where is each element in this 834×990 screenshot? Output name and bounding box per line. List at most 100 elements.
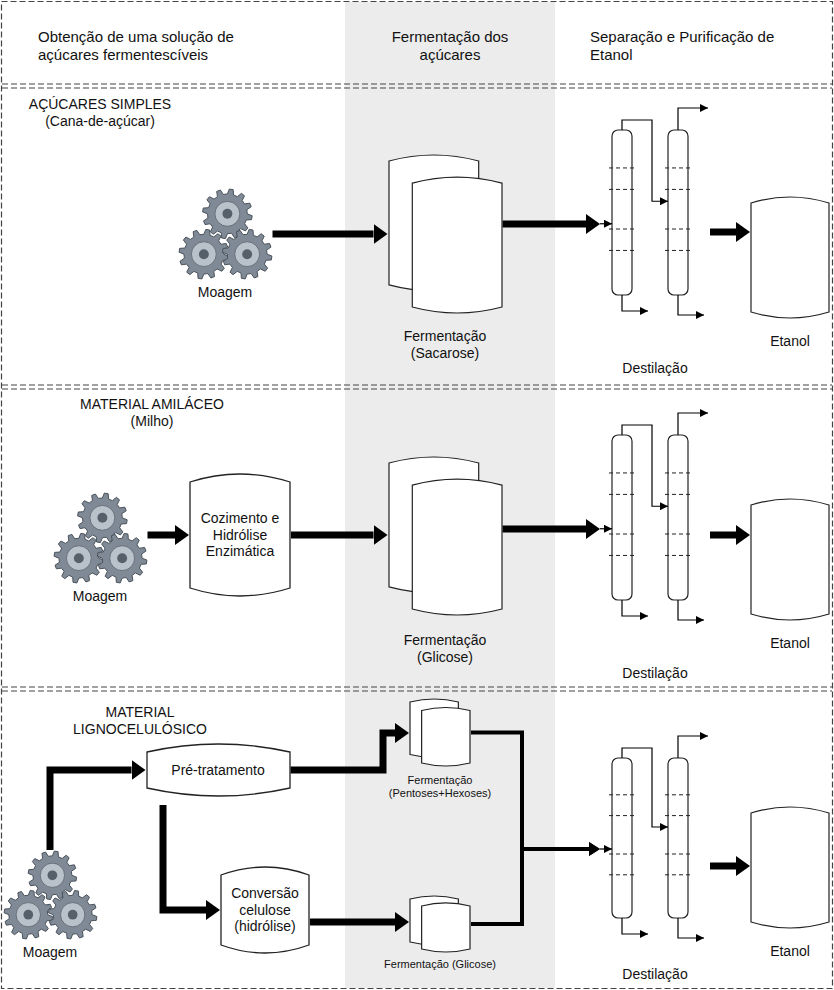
fermentation-tanks <box>409 695 471 770</box>
unit-label: Destilação <box>600 966 710 983</box>
column-tray <box>609 472 635 473</box>
column-header-box: Fermentação dos açúcares <box>375 28 525 64</box>
process-stream <box>678 600 704 620</box>
process-stream <box>678 295 704 315</box>
process-unit: Destilação <box>600 728 710 983</box>
gear-wheel <box>179 229 229 279</box>
column-tray <box>665 189 691 190</box>
process-vessel: Pré-tratamento <box>146 735 291 805</box>
mill-gears <box>178 188 273 280</box>
flow-arrow <box>503 221 587 228</box>
process-stream <box>622 918 648 934</box>
unit-label: Destilação <box>600 665 710 682</box>
separator-line <box>2 83 832 84</box>
gear-wheel <box>28 851 76 899</box>
column-header-box: Separação e Purificação de Etanol <box>590 28 795 64</box>
column-tray <box>665 534 691 535</box>
gear-wheel <box>48 890 96 938</box>
process-stream <box>600 223 612 224</box>
row-heading: MATERIAL AMILÁCEO (Milho) <box>72 396 232 430</box>
column-tray <box>609 250 635 251</box>
gear-wheel <box>54 533 104 583</box>
unit-label: Etanol <box>750 943 830 960</box>
gear-hole <box>198 249 208 259</box>
gear-wheel <box>97 533 147 583</box>
unit-label: Destilação <box>600 360 710 377</box>
distillation-column <box>668 130 688 295</box>
distillation-columns <box>600 728 710 948</box>
column-header: Fermentação dos açúcares <box>375 28 525 64</box>
process-stream <box>678 108 708 130</box>
process-stream <box>622 425 668 506</box>
tank-outline <box>422 903 470 952</box>
process-stream <box>622 600 648 616</box>
vessel-label: Pré-tratamento <box>171 762 264 779</box>
mill-gears <box>53 492 148 584</box>
process-stream <box>600 848 612 849</box>
gear-hub <box>89 505 114 530</box>
column-header-box: Obtenção de uma solução de açúcares ferm… <box>38 28 253 64</box>
column-header: Obtenção de uma solução de açúcares ferm… <box>38 28 253 64</box>
gear-hub <box>40 863 64 887</box>
process-unit: Moagem <box>50 492 150 605</box>
flow-arrow <box>291 532 374 539</box>
column-tray <box>609 189 635 190</box>
column-tray <box>665 472 691 473</box>
process-unit: Moagem <box>175 188 275 301</box>
gear-hole <box>67 910 77 920</box>
fermentation-tanks <box>409 892 471 956</box>
unit-label: Etanol <box>750 333 830 350</box>
column-tray <box>609 794 635 795</box>
separator-line <box>2 690 832 691</box>
column-tray <box>665 874 691 875</box>
column-tray <box>665 794 691 795</box>
column-tray <box>665 815 691 816</box>
gear-hub <box>214 201 239 226</box>
gear-hole <box>23 910 33 920</box>
process-stream <box>622 295 648 311</box>
row-separators <box>2 84 832 691</box>
column-tray <box>609 815 635 816</box>
gear-hole <box>222 209 232 219</box>
vessel-label: Cozimento e Hidrólise Enzimática <box>198 510 282 560</box>
distillation-column <box>612 435 632 600</box>
fermentation-tanks <box>388 148 503 320</box>
process-vessel: Cozimento e Hidrólise Enzimática <box>189 465 291 605</box>
process-unit: Fermentação (Glicose) <box>380 450 510 666</box>
mill-gears <box>3 850 98 940</box>
separator-line <box>2 87 832 88</box>
column-tray <box>665 250 691 251</box>
flow-arrow <box>310 919 395 926</box>
column-tray <box>609 534 635 535</box>
separator-line <box>2 384 832 385</box>
process-stream <box>600 528 612 529</box>
gear-hole <box>242 249 252 259</box>
process-unit: Destilação <box>600 100 710 377</box>
process-stream <box>678 736 708 758</box>
tank-outline <box>751 499 829 620</box>
tank-outline <box>751 807 829 928</box>
column-tray <box>665 494 691 495</box>
column-tray <box>609 555 635 556</box>
column-tray <box>665 854 691 855</box>
column-tray <box>609 167 635 168</box>
column-tray <box>609 854 635 855</box>
process-stream <box>678 413 708 435</box>
tank-outline <box>422 708 470 767</box>
fermentation-tanks <box>388 450 503 622</box>
gear-hole <box>97 513 107 523</box>
feedstock-row: MATERIAL LIGNOCELULÓSICOMoagemPré-tratam… <box>0 693 834 990</box>
process-stream <box>622 748 668 827</box>
flow-arrow <box>291 733 396 770</box>
column-tray <box>609 229 635 230</box>
flow-arrow <box>710 532 736 539</box>
flow-arrow <box>503 526 587 533</box>
process-unit: Moagem <box>2 850 98 961</box>
vessel-body <box>147 744 290 796</box>
process-unit: Fermentação (Pentoses+Hexoses) <box>375 695 505 800</box>
unit-label: Etanol <box>750 635 830 652</box>
flow-arrow <box>50 770 132 850</box>
